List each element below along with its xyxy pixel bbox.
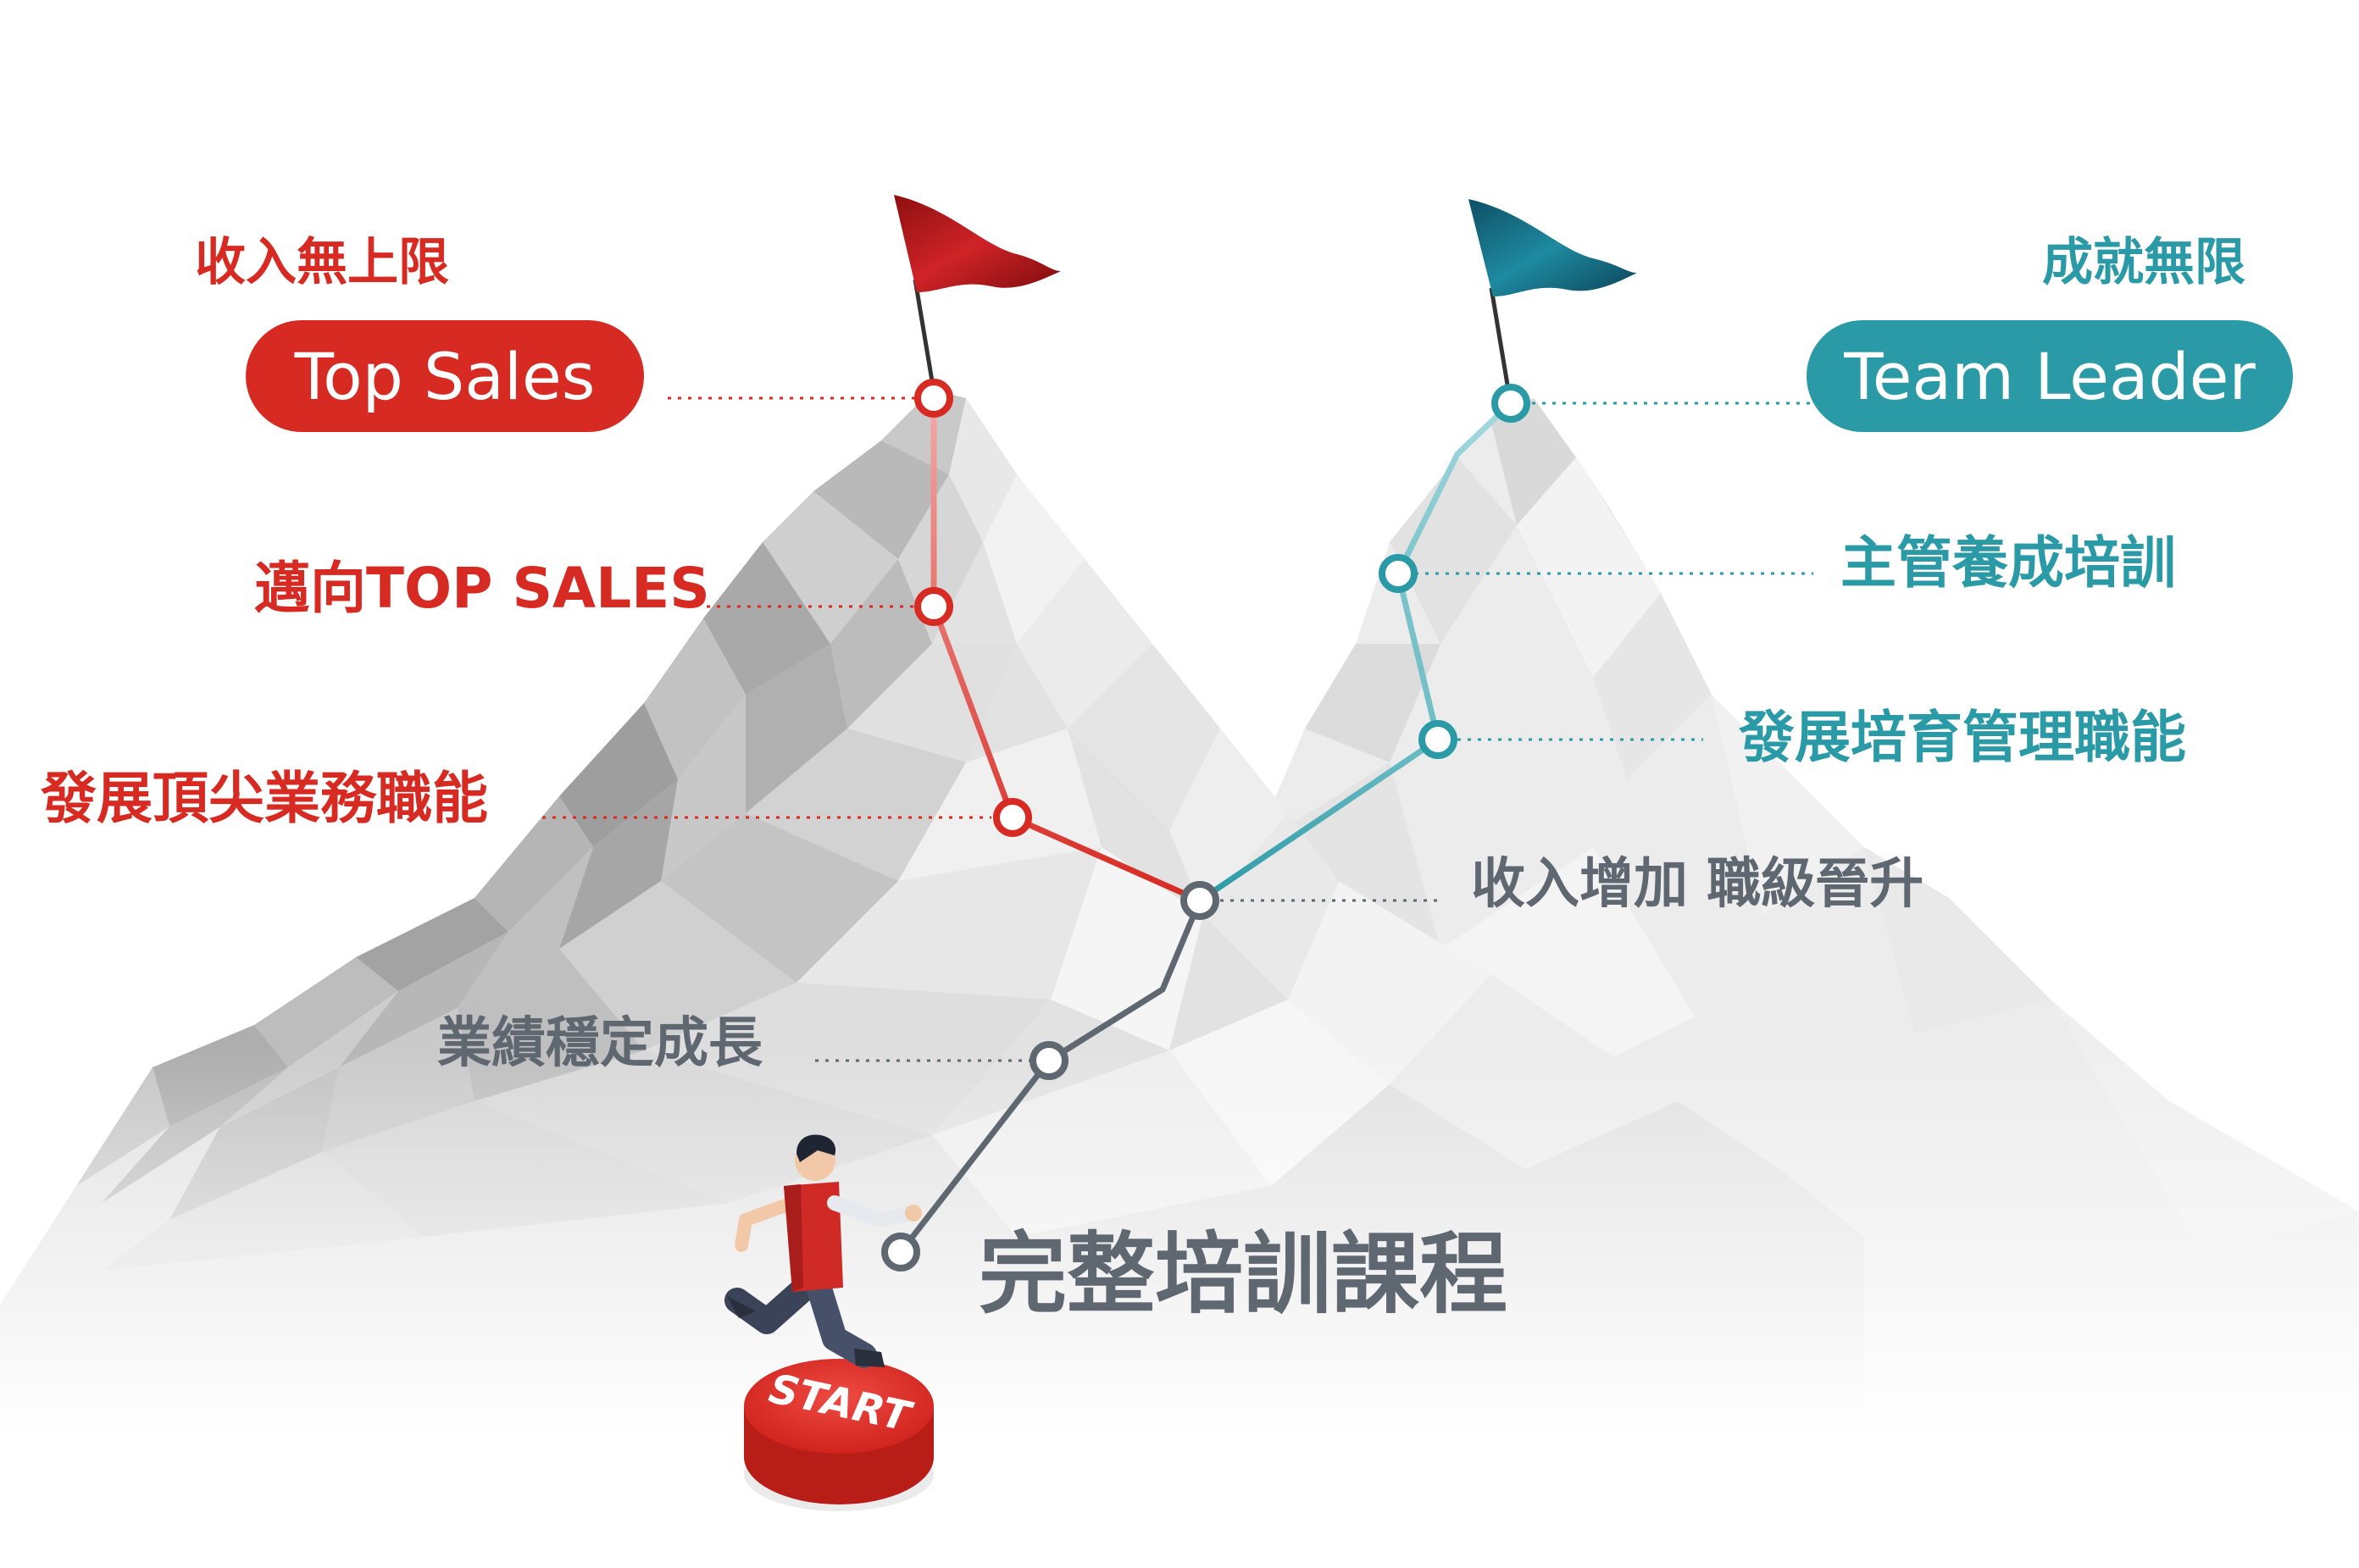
junction-label: 收入增加 職級晉升 <box>1471 853 1924 916</box>
node-team-leader <box>1491 384 1530 423</box>
node-step-right-2 <box>1418 720 1457 759</box>
node-step-right-1 <box>1379 554 1418 593</box>
top-sales-badge: Top Sales <box>246 320 644 432</box>
growth-label: 業績穩定成長 <box>437 1012 763 1075</box>
milestones <box>881 379 1530 1272</box>
node-growth <box>1030 1041 1068 1080</box>
right-step-2-label: 發展培育管理職能 <box>1739 705 2186 770</box>
left-step-1-label: 邁向TOP SALES <box>254 556 710 621</box>
right-step-1-label: 主管養成培訓 <box>1840 530 2176 596</box>
left-track-subtitle: 收入無上限 <box>195 233 449 292</box>
red-flag-icon <box>894 195 1061 397</box>
right-track-subtitle: 成就無限 <box>2042 233 2245 292</box>
node-top-sales <box>914 379 953 418</box>
node-junction <box>1180 881 1219 920</box>
left-step-2-label: 發展頂尖業務職能 <box>41 766 488 831</box>
node-step-left-2 <box>993 798 1032 837</box>
runner-icon <box>724 1134 922 1368</box>
teal-flag-icon <box>1468 199 1637 406</box>
leader-lines <box>542 396 1813 1062</box>
path-sales <box>930 395 1203 904</box>
start-title: 完整培訓課程 <box>979 1222 1508 1326</box>
node-start <box>881 1233 920 1272</box>
mountain-background <box>0 390 2359 1568</box>
team-leader-badge: Team Leader <box>1807 320 2293 432</box>
node-step-left-1 <box>914 587 953 626</box>
path-common <box>897 897 1203 1255</box>
start-button: START <box>744 1359 934 1511</box>
